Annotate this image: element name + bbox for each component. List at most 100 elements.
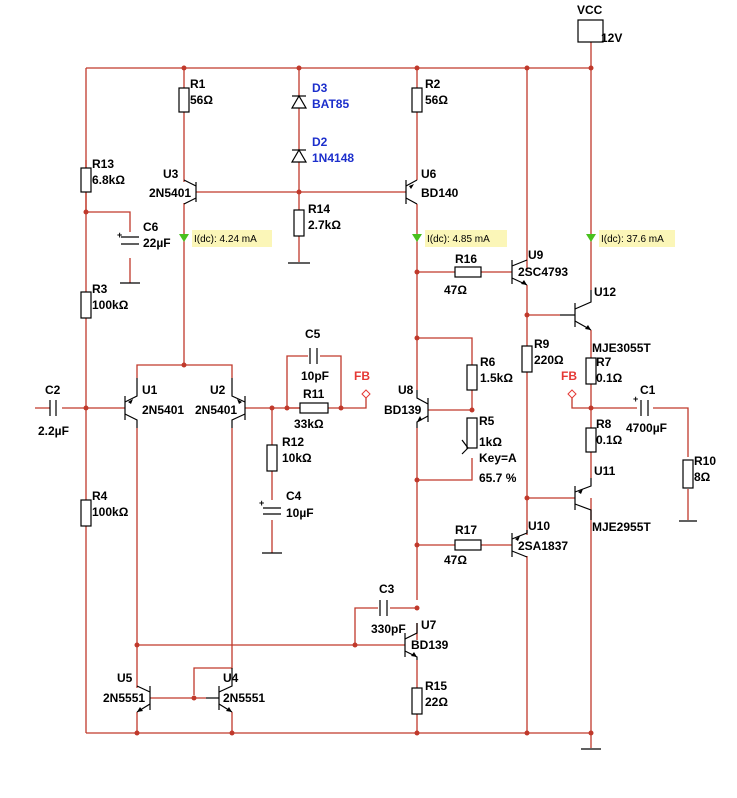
- fb-label-right: FB: [561, 369, 577, 399]
- svg-text:FB: FB: [354, 369, 370, 383]
- current-probe-1[interactable]: I(dc): 4.24 mA: [179, 230, 272, 247]
- r13-value: 6.8kΩ: [92, 173, 125, 187]
- svg-text:+: +: [633, 394, 638, 404]
- r5-value: 1kΩ: [479, 435, 502, 449]
- r13-body: [80, 167, 92, 193]
- u11-part: MJE2955T: [592, 520, 651, 534]
- u6-part: BD140: [421, 186, 459, 200]
- probe-arrow-icon: [412, 234, 422, 242]
- r2-ref: R2: [425, 77, 441, 91]
- u7-ref: U7: [421, 618, 437, 632]
- c4-plates: [263, 507, 281, 515]
- r17-ref: R17: [455, 523, 477, 537]
- u10-symbol: [511, 530, 528, 558]
- svg-text:+: +: [259, 498, 264, 508]
- probe-3-text: I(dc): 37.6 mA: [601, 234, 664, 245]
- r6-ref: R6: [480, 355, 496, 369]
- r6-value: 1.5kΩ: [480, 371, 513, 385]
- r9-ref: R9: [534, 337, 550, 351]
- u8-symbol: [416, 390, 429, 428]
- c2-plates: [49, 400, 57, 416]
- u9-ref: U9: [528, 248, 544, 262]
- u4-ref: U4: [223, 671, 239, 685]
- r4-value: 100kΩ: [92, 505, 129, 519]
- r16-ref: R16: [455, 252, 477, 266]
- u3-symbol: [183, 179, 197, 205]
- r3-ref: R3: [92, 282, 108, 296]
- r10-ref: R10: [694, 454, 716, 468]
- r12-ref: R12: [282, 435, 304, 449]
- probe-arrow-icon: [586, 234, 596, 242]
- svg-text:FB: FB: [561, 369, 577, 383]
- r17-value: 47Ω: [444, 553, 467, 567]
- current-probe-2[interactable]: I(dc): 4.85 mA: [412, 230, 507, 247]
- ground-symbols: [120, 262, 697, 750]
- u1-part: 2N5401: [142, 403, 184, 417]
- r7-value: 0.1Ω: [596, 371, 623, 385]
- capacitor-symbols: + + +: [49, 230, 649, 616]
- r12-body: [266, 444, 278, 472]
- r14-body: [293, 209, 305, 237]
- resistor-bodies: [80, 87, 694, 715]
- c1-plates: [640, 400, 649, 416]
- r1-value: 56Ω: [190, 93, 213, 107]
- c2-ref: C2: [45, 383, 61, 397]
- r1-body: [178, 87, 190, 113]
- u6-symbol: [405, 179, 418, 205]
- r4-body: [80, 499, 92, 527]
- d2-ref: D2: [312, 135, 328, 149]
- u9-part: 2SC4793: [518, 265, 568, 279]
- r6-body: [466, 364, 478, 391]
- r10-body: [682, 459, 694, 489]
- probe-1-text: I(dc): 4.24 mA: [194, 234, 257, 245]
- r11-body: [299, 402, 329, 414]
- r8-body: [585, 427, 597, 453]
- component-labels: R1 56Ω R2 56Ω D3 BAT85 D2 1N4148 R13 6.8…: [38, 77, 716, 709]
- probe-2-text: I(dc): 4.85 mA: [427, 234, 490, 245]
- u7-symbol: [404, 623, 418, 660]
- u8-part: BD139: [384, 403, 422, 417]
- u5-part: 2N5551: [103, 691, 145, 705]
- c5-plates: [309, 348, 318, 364]
- r2-body: [411, 87, 423, 113]
- c3-plates: [379, 600, 388, 616]
- vcc-supply: VCC 12V: [577, 3, 622, 45]
- u1-ref: U1: [142, 383, 158, 397]
- u11-symbol: [574, 478, 592, 520]
- u2-part: 2N5401: [195, 403, 237, 417]
- u6-ref: U6: [421, 167, 437, 181]
- u9-symbol: [511, 259, 528, 286]
- r5-wiper: [461, 439, 469, 455]
- r15-body: [411, 687, 423, 715]
- r8-value: 0.1Ω: [596, 433, 623, 447]
- r1-ref: R1: [190, 77, 206, 91]
- d2-part: 1N4148: [312, 151, 354, 165]
- u11-ref: U11: [594, 464, 616, 478]
- c4-ref: C4: [286, 489, 302, 503]
- r2-value: 56Ω: [425, 93, 448, 107]
- d3-triangle: [290, 94, 308, 109]
- u7-part: BD139: [411, 638, 449, 652]
- r5-key: Key=A: [479, 451, 517, 465]
- r8-ref: R8: [596, 417, 612, 431]
- r9-body: [521, 345, 533, 373]
- u3-part: 2N5401: [149, 186, 191, 200]
- c6-ref: C6: [143, 220, 159, 234]
- c3-value: 330pF: [371, 622, 406, 636]
- u12-part: MJE3055T: [592, 341, 651, 355]
- probe-arrow-icon: [179, 234, 189, 242]
- current-probe-3[interactable]: I(dc): 37.6 mA: [586, 230, 675, 247]
- u4-part: 2N5551: [223, 691, 265, 705]
- c2-value: 2.2µF: [38, 424, 69, 438]
- r4-ref: R4: [92, 489, 108, 503]
- r5-setting: 65.7 %: [479, 471, 517, 485]
- u12-symbol: [560, 290, 592, 331]
- c5-value: 10pF: [301, 369, 329, 383]
- u10-part: 2SA1837: [518, 539, 568, 553]
- d3-part: BAT85: [312, 97, 349, 111]
- d3-ref: D3: [312, 81, 328, 95]
- u1-symbol: [124, 378, 138, 428]
- diode-symbols: [290, 94, 308, 163]
- d2-triangle: [290, 148, 308, 163]
- vcc-label: VCC: [577, 3, 603, 17]
